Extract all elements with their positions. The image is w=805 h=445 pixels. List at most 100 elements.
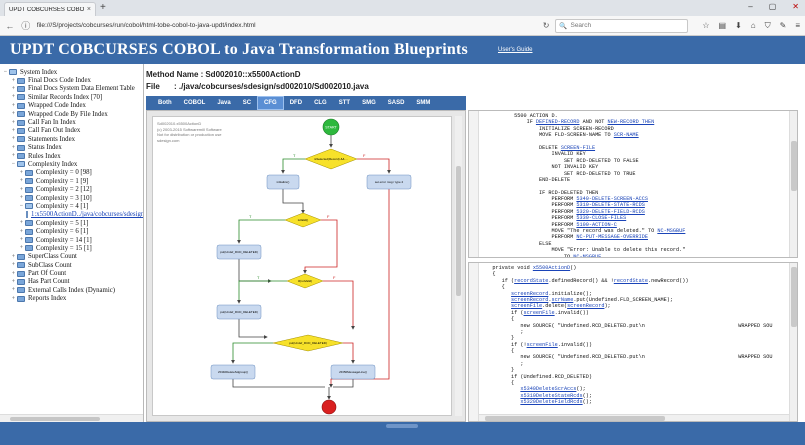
process-node[interactable] — [216, 304, 262, 320]
process-node[interactable] — [210, 364, 256, 380]
code-link[interactable]: x5320DeleteFieldRcds — [520, 399, 583, 406]
tree-item[interactable]: +Similar Records Index [70] — [0, 93, 143, 101]
tree-item[interactable]: +Reports Index — [0, 295, 143, 303]
expand-icon[interactable]: + — [11, 119, 16, 126]
tab-stt[interactable]: STT — [338, 100, 351, 106]
expand-icon[interactable]: + — [19, 228, 24, 235]
vertical-scrollbar[interactable] — [789, 263, 797, 421]
tree-item[interactable]: +Rules Index — [0, 152, 143, 160]
expand-icon[interactable]: + — [11, 111, 16, 118]
code-link[interactable]: x5340DeleteScrAccs — [520, 386, 577, 393]
tree-item[interactable]: −Complexity Index — [0, 160, 143, 168]
tab-smm[interactable]: SMM — [416, 100, 431, 106]
scrollbar-thumb[interactable] — [10, 417, 100, 421]
expand-icon[interactable]: + — [11, 253, 16, 260]
expand-icon[interactable]: + — [19, 178, 24, 185]
code-link[interactable]: screenRecord — [567, 303, 605, 310]
code-link[interactable]: SCR-NAME — [613, 132, 639, 139]
code-link[interactable]: NC-MSGBUF — [573, 253, 602, 258]
code-link[interactable]: screenFile — [526, 341, 558, 348]
tab-java[interactable]: Java — [217, 100, 231, 106]
code-link[interactable]: DEFINED-RECORD — [535, 119, 580, 126]
tab-both[interactable]: Both — [158, 100, 172, 106]
tree-item[interactable]: +Complexity = 1 [9] — [0, 177, 143, 185]
collapse-icon[interactable]: − — [3, 69, 8, 76]
end-node[interactable] — [321, 399, 337, 415]
expand-icon[interactable]: + — [11, 102, 16, 109]
tree-item[interactable]: +Complexity = 14 [1] — [0, 236, 143, 244]
expand-icon[interactable]: + — [19, 237, 24, 243]
tab-dfd[interactable]: DFD — [289, 100, 303, 106]
process-node[interactable] — [266, 174, 300, 190]
expand-icon[interactable]: + — [19, 220, 24, 227]
expand-icon[interactable]: + — [19, 186, 24, 193]
info-icon[interactable]: ⓘ — [21, 21, 31, 31]
code-link[interactable]: recordState — [514, 277, 549, 284]
flowchart-canvas[interactable]: Sd002010.x5500ActionD (c) 2003-2015 Soft… — [152, 116, 452, 416]
code-link[interactable]: 5330-CLOSE-FILES — [576, 215, 627, 222]
scrollbar-thumb[interactable] — [791, 267, 797, 327]
decision-node[interactable] — [304, 148, 358, 170]
search-input[interactable] — [570, 22, 681, 29]
expand-icon[interactable]: + — [11, 144, 16, 151]
code-link[interactable]: 5100-ACTION-C — [576, 221, 617, 228]
expand-icon[interactable]: + — [19, 169, 24, 176]
expand-icon[interactable]: + — [11, 85, 16, 92]
process-node[interactable] — [330, 364, 376, 380]
search-box[interactable]: 🔍 — [555, 18, 689, 33]
extension-icon[interactable]: ✎ — [779, 20, 787, 30]
home-icon[interactable]: ⌂ — [750, 20, 756, 30]
reading-list-icon[interactable]: ▤ — [718, 20, 727, 30]
expand-icon[interactable]: + — [11, 262, 16, 269]
tree-item[interactable]: +Complexity = 0 [98] — [0, 169, 143, 177]
expand-icon[interactable]: + — [11, 270, 16, 277]
start-node[interactable] — [322, 118, 340, 136]
tree-item[interactable]: +Complexity = 6 [1] — [0, 227, 143, 235]
collapse-icon[interactable]: − — [11, 161, 16, 168]
resize-handle[interactable] — [386, 424, 418, 428]
tree-item[interactable]: +External Calls Index (Dynamic) — [0, 286, 143, 294]
user-guide-link[interactable]: User's Guide — [497, 47, 533, 53]
tree-item[interactable]: +Call Fan Out Index — [0, 127, 143, 135]
vertical-scrollbar[interactable] — [789, 111, 797, 257]
code-link[interactable]: SCREEN-FILE — [560, 144, 596, 151]
tree-item[interactable]: +Has Part Count — [0, 278, 143, 286]
tab-sasd[interactable]: SASD — [387, 100, 405, 106]
tree-item[interactable]: +Wrapped Code By File Index — [0, 110, 143, 118]
expand-icon[interactable]: + — [11, 287, 16, 294]
tree-item[interactable]: −System Index — [0, 68, 143, 76]
decision-node[interactable] — [286, 273, 324, 289]
close-tab-icon[interactable]: × — [86, 6, 91, 13]
close-window-icon[interactable]: ✕ — [792, 2, 799, 11]
scrollbar-thumb[interactable] — [485, 416, 665, 421]
tab-cobol[interactable]: COBOL — [183, 100, 206, 106]
expand-icon[interactable]: + — [11, 153, 16, 160]
code-link[interactable]: NEW-RECORD THEN — [607, 119, 655, 126]
decision-node[interactable] — [272, 334, 344, 352]
menu-icon[interactable]: ≡ — [795, 20, 801, 30]
tab-cfg[interactable]: CFG — [257, 96, 284, 110]
expand-icon[interactable]: + — [11, 94, 16, 101]
collapse-icon[interactable]: − — [19, 203, 24, 210]
code-link[interactable]: recordState — [613, 277, 649, 284]
code-link[interactable]: NC-PUT-MESSAGE-OVERRIDE — [576, 234, 648, 241]
reload-icon[interactable]: ↻ — [542, 21, 550, 30]
scrollbar-thumb[interactable] — [456, 166, 461, 296]
tree-item[interactable]: +Wrapped Code Index — [0, 102, 143, 110]
new-tab-button[interactable]: + — [100, 2, 106, 13]
tree-item[interactable]: +Part Of Count — [0, 269, 143, 277]
code-link[interactable]: x5500ActionD — [532, 265, 571, 271]
tree-item[interactable]: +Complexity = 2 [12] — [0, 185, 143, 193]
tree-item[interactable]: +Status Index — [0, 144, 143, 152]
maximize-icon[interactable]: ▢ — [768, 2, 777, 11]
code-link[interactable]: screenRecord — [511, 296, 549, 303]
code-link[interactable]: screenFile — [523, 309, 555, 316]
process-node[interactable] — [366, 174, 412, 190]
tree-item-label[interactable]: 1:x5500ActionD../java/cobcurses/sdesign — [31, 211, 144, 219]
expand-icon[interactable]: + — [11, 295, 16, 302]
code-link[interactable]: screenFile — [511, 303, 543, 310]
tree-item[interactable]: −Complexity = 4 [1] — [0, 202, 143, 210]
code-link[interactable]: screenRecord — [511, 290, 549, 297]
download-icon[interactable]: ⬇ — [735, 20, 742, 30]
process-node[interactable] — [216, 244, 262, 260]
